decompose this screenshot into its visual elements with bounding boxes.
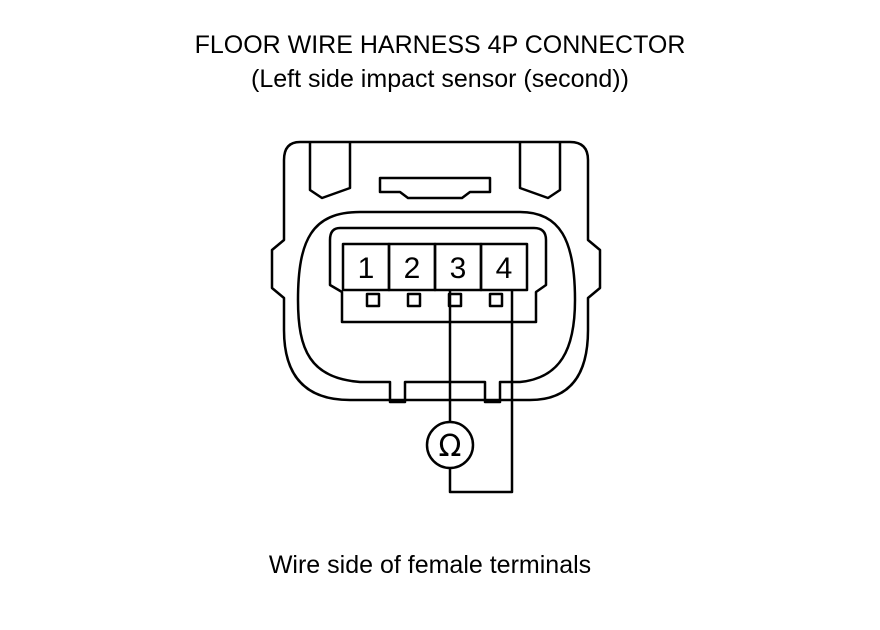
terminal-hole-4 — [488, 292, 504, 308]
connector-housing — [270, 140, 602, 402]
pin-label-4: 4 — [496, 252, 513, 285]
probe-lead-pin-4 — [448, 290, 514, 494]
pin-label-3: 3 — [450, 252, 467, 285]
terminal-hole-1 — [365, 292, 381, 308]
diagram-subtitle: (Left side impact sensor (second)) — [251, 65, 629, 93]
terminal-hole-2 — [406, 292, 422, 308]
pin-label-2: 2 — [404, 252, 421, 285]
terminal-block — [328, 226, 548, 324]
diagram-caption: Wire side of female terminals — [268, 551, 592, 579]
pin-cell-4 — [479, 242, 529, 292]
pin-label-1: 1 — [358, 252, 375, 285]
ohmmeter-icon: Ω — [425, 420, 475, 470]
right-latch — [518, 142, 562, 200]
left-latch — [308, 142, 352, 200]
inner-shell — [296, 210, 577, 404]
ohm-symbol: Ω — [439, 429, 462, 464]
diagram-title: FLOOR WIRE HARNESS 4P CONNECTOR — [194, 31, 686, 59]
center-lock — [378, 176, 492, 200]
